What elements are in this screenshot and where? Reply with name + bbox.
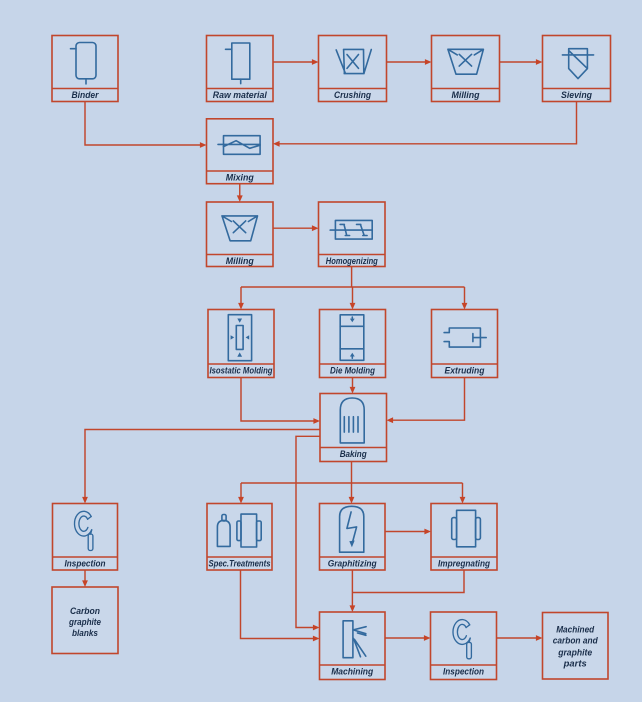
svg-text:Machining: Machining [331, 667, 373, 677]
svg-text:Baking: Baking [340, 449, 367, 459]
svg-text:Impregnating: Impregnating [438, 559, 490, 569]
svg-text:Inspection: Inspection [443, 667, 484, 677]
svg-text:Binder: Binder [72, 90, 99, 100]
svg-text:Inspection: Inspection [65, 559, 106, 569]
svg-text:carbon and: carbon and [553, 636, 598, 646]
svg-text:Graphitizing: Graphitizing [328, 559, 377, 569]
svg-text:Spec.Treatments: Spec.Treatments [209, 559, 271, 569]
svg-text:Raw material: Raw material [213, 90, 267, 100]
svg-text:Carbon: Carbon [70, 606, 100, 616]
svg-text:Homogenizing: Homogenizing [326, 256, 378, 266]
svg-text:Die Molding: Die Molding [330, 366, 375, 376]
svg-text:graphite: graphite [68, 617, 101, 627]
svg-text:Milling: Milling [226, 256, 254, 266]
svg-text:Isostatic Molding: Isostatic Molding [210, 366, 273, 376]
svg-text:Crushing: Crushing [334, 90, 371, 100]
svg-text:graphite: graphite [557, 647, 592, 657]
svg-text:Machined: Machined [556, 624, 594, 634]
svg-text:Extruding: Extruding [445, 366, 485, 376]
svg-text:parts: parts [563, 659, 587, 669]
svg-text:Mixing: Mixing [226, 173, 254, 183]
svg-text:blanks: blanks [72, 628, 98, 638]
svg-text:Sieving: Sieving [561, 90, 592, 100]
svg-text:Milling: Milling [452, 90, 480, 100]
